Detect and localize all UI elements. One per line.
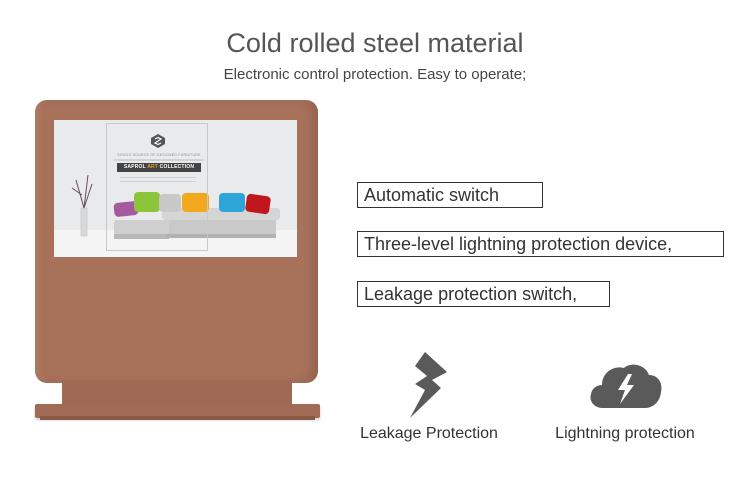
kiosk-screen: SINGLE SOURCE OF DESIGNED FURNITURE SAPR… [54,120,297,257]
callout-lightning-device: Three-level lightning protection device, [357,231,724,257]
ad-frame [106,123,208,251]
ad-tagline: SINGLE SOURCE OF DESIGNED FURNITURE [117,153,201,157]
sofa-image [71,174,280,239]
callout-automatic-switch: Automatic switch [357,182,543,208]
feature-label-leakage: Leakage Protection [360,425,498,442]
ad-text-lines [120,177,196,182]
lightning-bolt-icon [410,352,447,418]
feature-label-lightning: Lightning protection [555,425,695,442]
kiosk-base-edge [40,416,315,420]
kiosk-base [35,404,320,418]
ad-divider [114,159,204,161]
callout-leakage-switch: Leakage protection switch, [357,281,610,307]
ad-collection-banner: SAPROL ART COLLECTION [117,163,201,172]
kiosk-stand [62,380,292,406]
brand-logo-icon [151,134,165,148]
page-subtitle: Electronic control protection. Easy to o… [223,66,527,83]
page-title: Cold rolled steel material [226,28,524,58]
cloud-lightning-icon [590,364,662,408]
